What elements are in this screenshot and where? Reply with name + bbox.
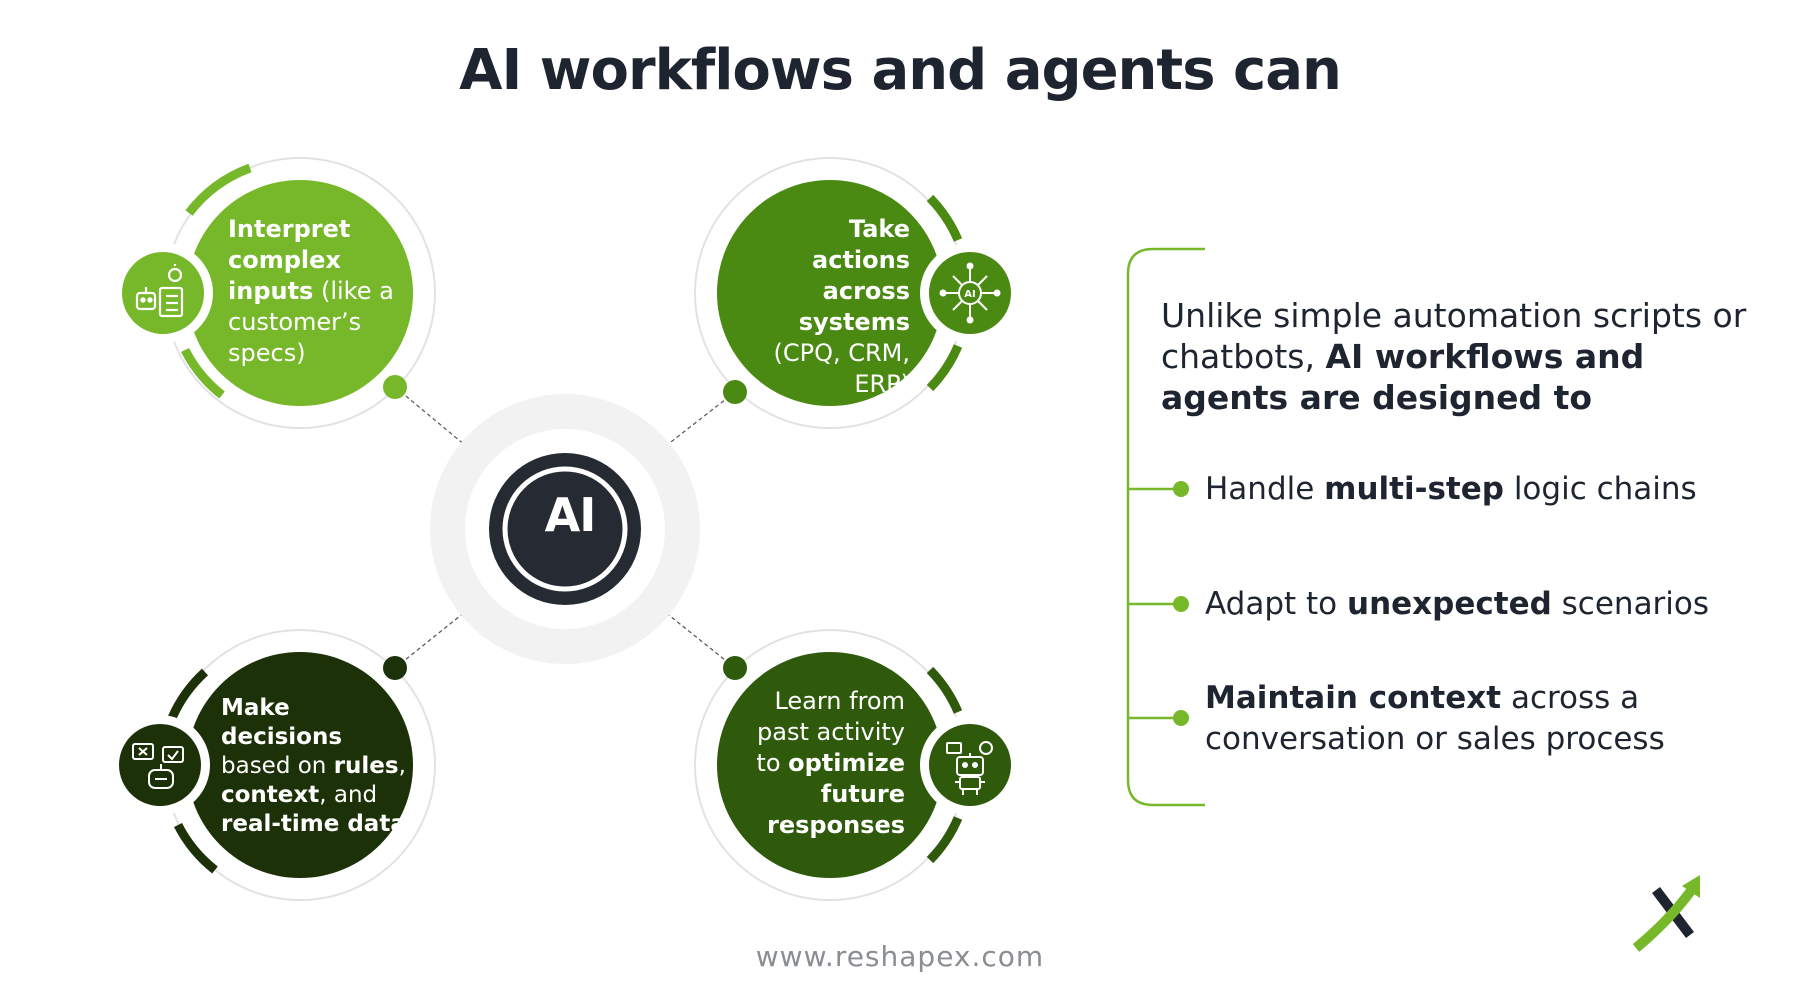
text-run: Unlike simple automation scripts or chat… (1161, 296, 1747, 376)
robot-learning-icon (946, 741, 993, 795)
text-run: (like a customer’s specs) (228, 277, 394, 367)
ai-hub-label: AI (544, 488, 597, 542)
node-decisions (110, 629, 436, 901)
text-run: logic chains (1503, 471, 1697, 507)
emphasis-text: Make decisions (221, 695, 343, 750)
text-run: scenarios (1551, 586, 1710, 622)
svg-text:AI: AI (964, 289, 975, 300)
text-run: , and (319, 782, 378, 808)
node-learn (694, 629, 1020, 901)
bullet-maintain-context: Maintain context across a conversation o… (1205, 678, 1765, 760)
text-run: , (398, 753, 406, 779)
robot-checklist-icon (135, 264, 184, 318)
text-run: based on (221, 753, 334, 779)
emphasis-text: Maintain context (1205, 680, 1502, 716)
bullet-dot (1173, 596, 1189, 612)
emphasis-text: multi-step (1324, 471, 1504, 507)
node-learn-text: Learn from past activity to optimize fut… (745, 686, 905, 841)
bullet-dot (1173, 481, 1189, 497)
text-run: Handle (1205, 471, 1325, 507)
emphasis-text: AI workflows and agents are designed to (1161, 337, 1645, 417)
node-interpret-text: Interpret complex inputs (like a custome… (228, 214, 403, 369)
node-actions: AI (694, 157, 1020, 429)
emphasis-text: context (221, 782, 320, 808)
bullet-unexpected: Adapt to unexpected scenarios (1205, 584, 1765, 625)
panel-bracket (1126, 247, 1205, 807)
page-title: AI workflows and agents can (459, 38, 1342, 103)
node-actions-text: Take actions across systems (CPQ, CRM, E… (745, 214, 910, 400)
emphasis-text: unexpected (1347, 586, 1552, 622)
node-interpret (113, 157, 436, 429)
ai-hub (430, 394, 700, 664)
panel-intro: Unlike simple automation scripts or chat… (1161, 295, 1761, 418)
node-decisions-text: Make decisions based on rules, context, … (221, 694, 406, 839)
text-run: across a conversation or sales process (1205, 680, 1665, 757)
robot-chat-icon (132, 743, 184, 789)
footer-url[interactable]: www.reshapex.com (755, 940, 1045, 973)
bullet-multi-step: Handle multi-step logic chains (1205, 469, 1765, 510)
text-run: Learn from past activity to (756, 687, 905, 777)
bullet-dots (1173, 481, 1189, 726)
emphasis-text: Take actions across systems (798, 215, 910, 336)
ai-chip-network-icon: AI (939, 262, 1001, 324)
emphasis-text: optimize future responses (767, 749, 905, 839)
emphasis-text: real-time data (221, 811, 406, 837)
bullet-dot (1173, 710, 1189, 726)
text-run: Adapt to (1205, 586, 1347, 622)
emphasis-text: rules (333, 753, 399, 779)
text-run: (CPQ, CRM, ERP) (773, 339, 910, 398)
emphasis-text: Interpret complex inputs (228, 215, 351, 305)
reshapex-x-logo (1632, 875, 1700, 952)
